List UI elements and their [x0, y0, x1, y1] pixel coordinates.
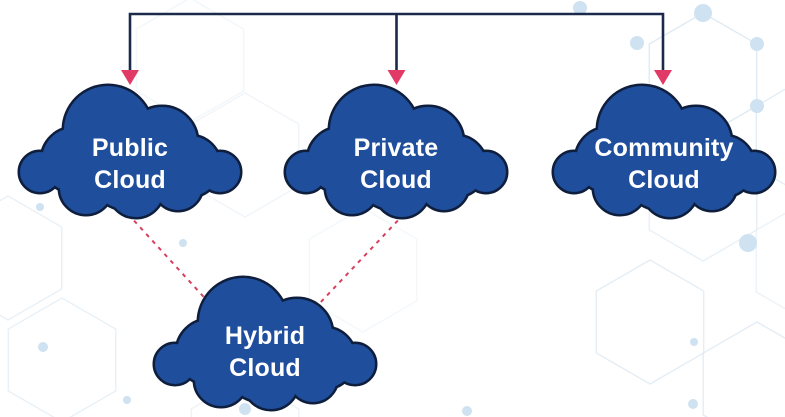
- arrow-down-icon: [387, 70, 406, 85]
- dashed-link-public-hybrid: [127, 213, 213, 307]
- cloud-community: [554, 86, 774, 217]
- cloud-public: [20, 86, 240, 217]
- arrow-down-icon: [654, 70, 672, 85]
- cloud-hybrid: [155, 278, 375, 409]
- cloud-private: [286, 86, 506, 217]
- arrow-down-icon: [121, 70, 139, 85]
- connector-bracket: [121, 12, 672, 85]
- dashed-links: [127, 213, 405, 307]
- dashed-link-private-hybrid: [317, 213, 405, 306]
